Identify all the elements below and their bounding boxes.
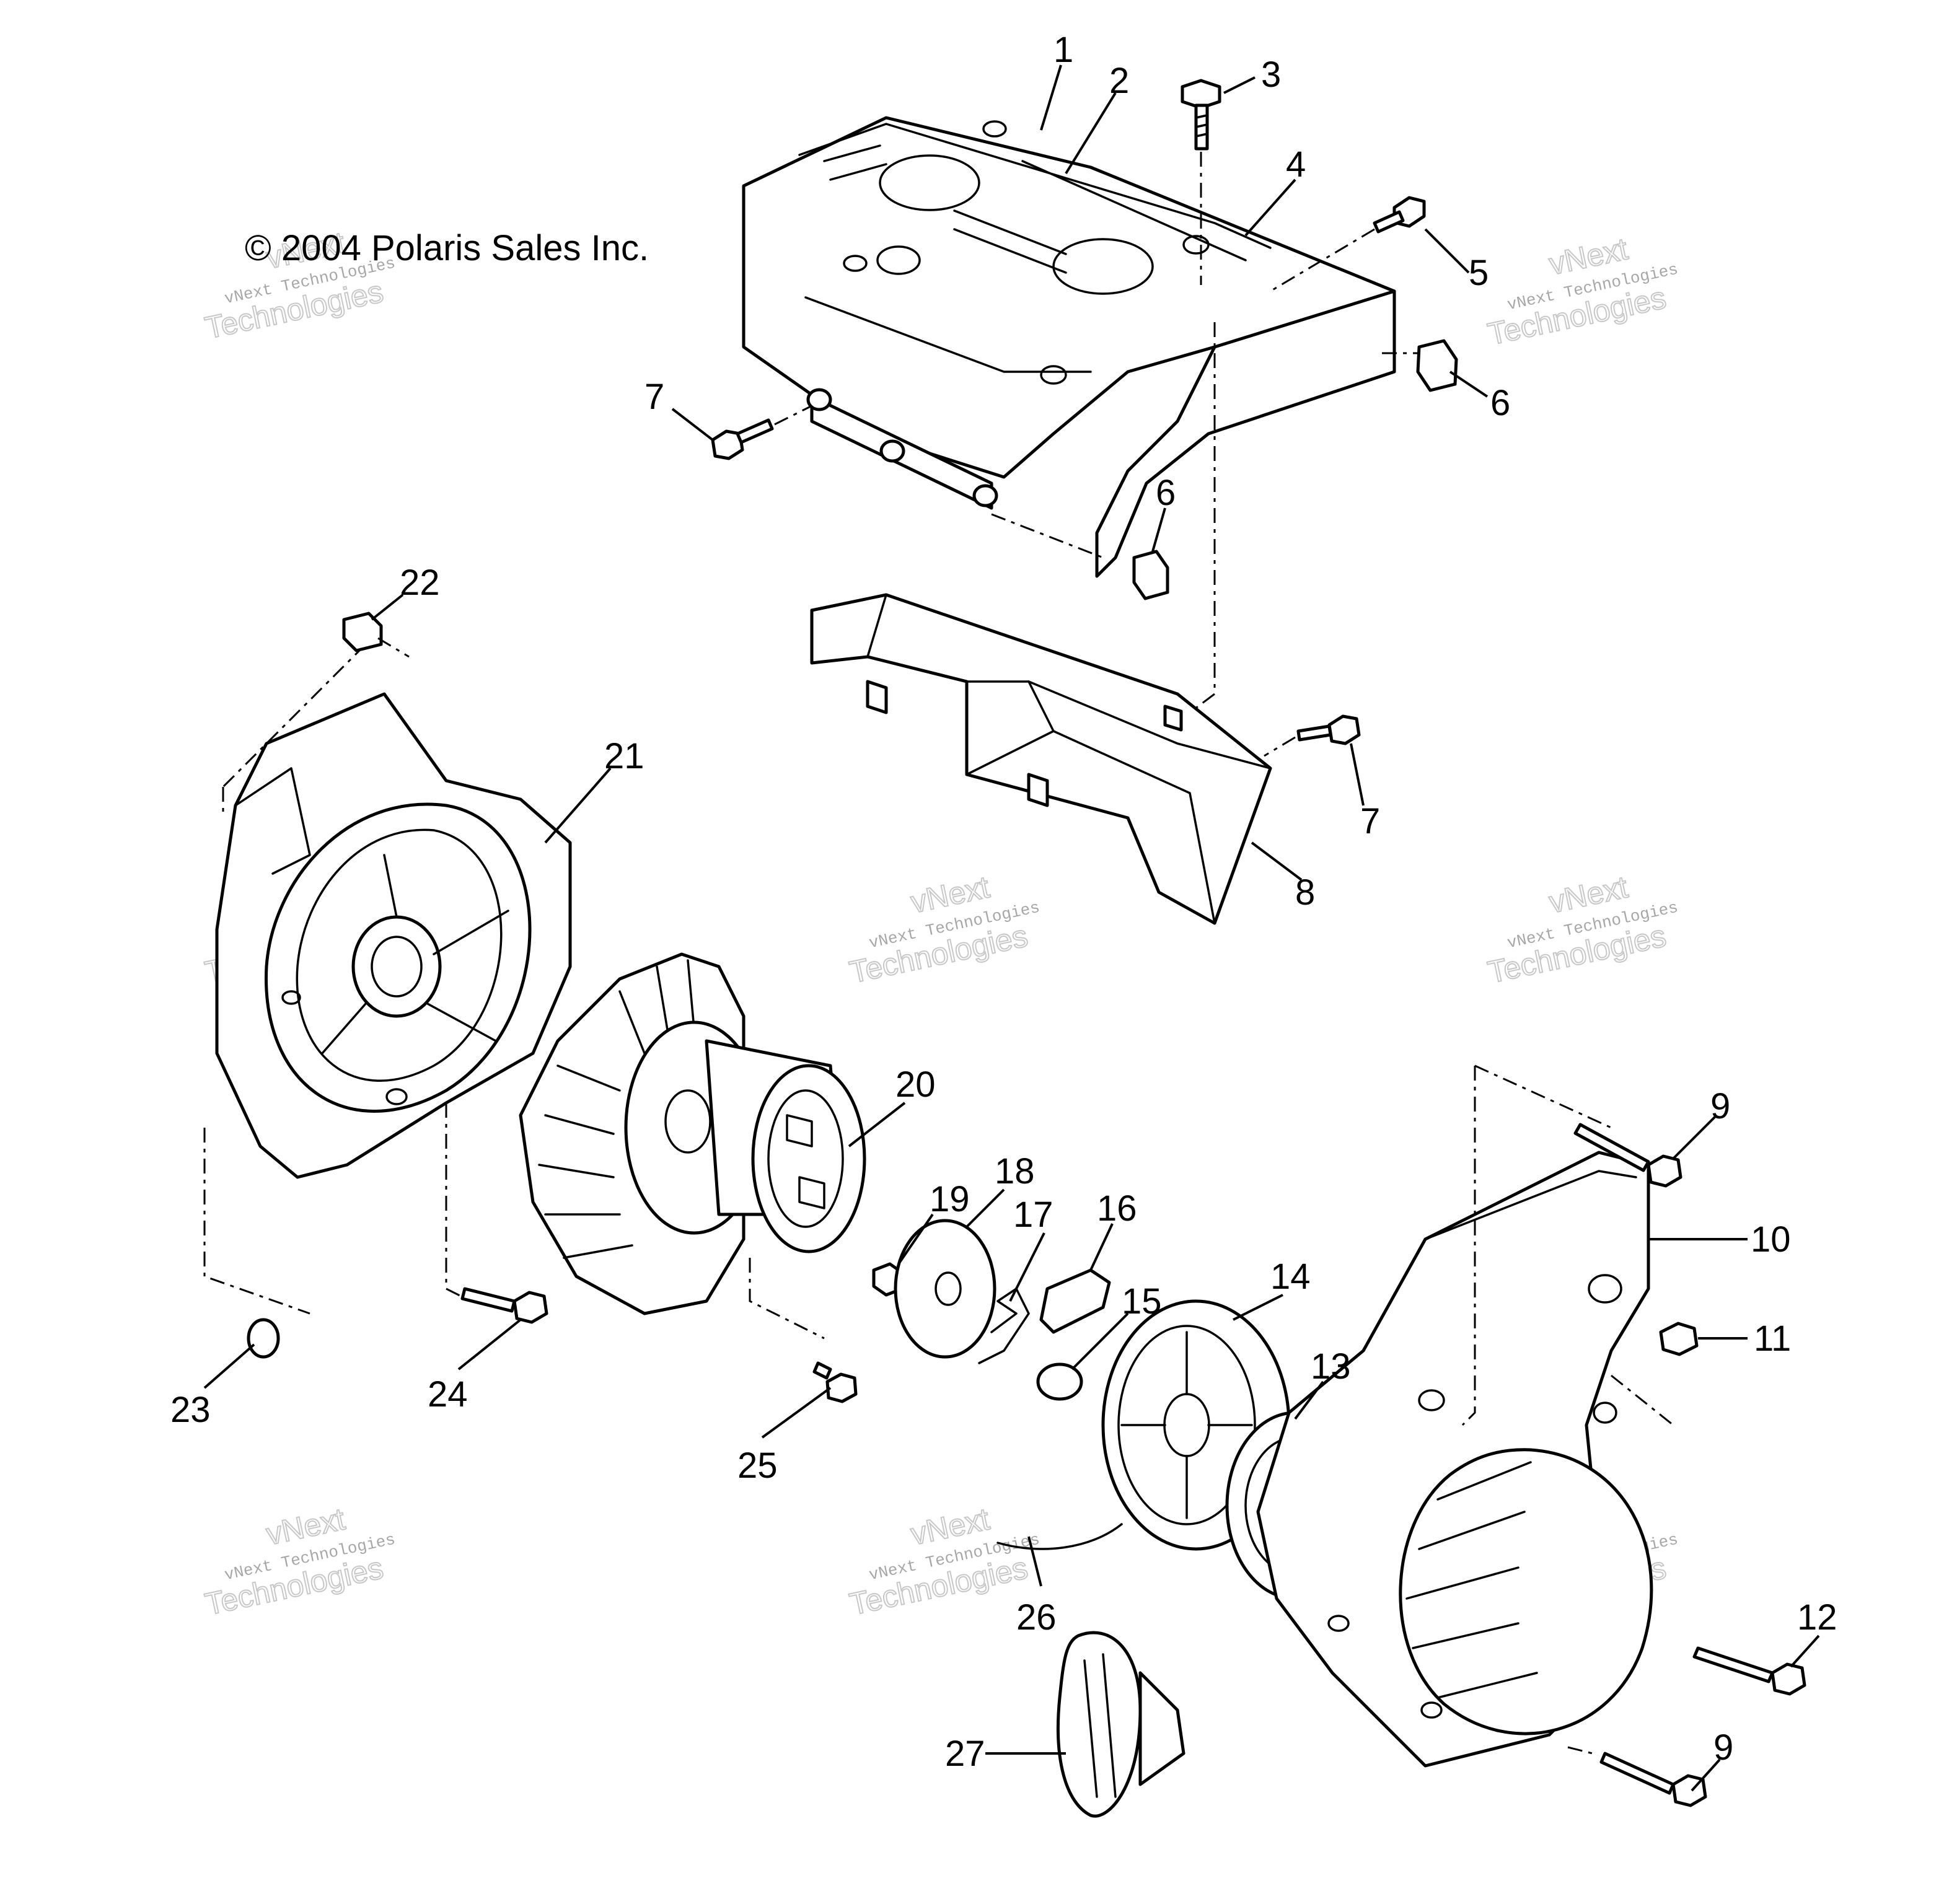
- callout-13: 13: [1311, 1346, 1351, 1387]
- watermark: vNext vNext Technologies Technologies: [201, 1501, 397, 1622]
- handle-27: [1057, 1631, 1185, 1818]
- duct-body: [810, 593, 1272, 925]
- guide-line: [749, 1258, 825, 1340]
- callout-4: 4: [1286, 144, 1306, 185]
- leader-lines: [203, 64, 1820, 1792]
- grommet-6-lower: [1132, 550, 1169, 600]
- guide-line: [377, 637, 410, 658]
- recoil-housing-10: [1256, 1151, 1653, 1768]
- callout-14: 14: [1270, 1257, 1311, 1297]
- washer-18: [894, 1219, 996, 1359]
- callouts: 1 2 3 4 5 6 6 7 7 8 9 9 10 11 12 13 14 1…: [170, 30, 1837, 1774]
- shroud-slot-mid: [953, 209, 1067, 274]
- callout-18: 18: [995, 1151, 1035, 1191]
- shroud-opening-left: [879, 154, 980, 211]
- duct-tab: [1027, 773, 1049, 807]
- bolt-25: [812, 1361, 858, 1403]
- callout-15: 15: [1122, 1281, 1162, 1322]
- air-duct-8: [810, 593, 1272, 925]
- callout-9-lower: 9: [1713, 1727, 1733, 1768]
- callout-9-upper: 9: [1710, 1086, 1730, 1126]
- duct-tab: [1163, 704, 1183, 732]
- callout-8: 8: [1295, 872, 1315, 913]
- callout-2: 2: [1109, 61, 1129, 101]
- shroud-hole: [982, 120, 1007, 138]
- callout-10: 10: [1751, 1219, 1791, 1260]
- callout-6-upper: 6: [1490, 383, 1510, 423]
- shroud-mount-hole: [972, 484, 998, 507]
- copyright-text: © 2004 Polaris Sales Inc.: [245, 228, 649, 268]
- callout-21: 21: [604, 736, 644, 776]
- bolt-3: [1181, 79, 1221, 151]
- guide-line: [991, 513, 1104, 559]
- callout-25: 25: [737, 1446, 778, 1486]
- guide-line: [203, 643, 367, 1315]
- callout-7-right: 7: [1360, 801, 1380, 841]
- bushing-22: [342, 612, 383, 652]
- bolt-9-lower: [1599, 1752, 1707, 1807]
- shroud-rear-flange: [1095, 289, 1396, 578]
- shroud-hole: [1040, 365, 1067, 385]
- shroud-opening-right: [1052, 238, 1154, 295]
- guide-line: [1567, 1374, 1674, 1755]
- shroud-lower-edge: [804, 296, 1092, 373]
- guide-line: [1461, 1064, 1612, 1426]
- grommet-6-upper: [1416, 339, 1458, 392]
- guide-line: [445, 1103, 472, 1302]
- callout-16: 16: [1097, 1188, 1137, 1229]
- callout-5: 5: [1469, 253, 1489, 293]
- callout-3: 3: [1261, 55, 1281, 95]
- watermark: vNext vNext Technologies Technologies: [1484, 230, 1679, 352]
- housing-hub: [351, 915, 442, 1018]
- callout-22: 22: [400, 563, 440, 603]
- starter-rope-26: [996, 1523, 1123, 1550]
- bolt-7-left: [711, 418, 774, 460]
- callout-7-left: 7: [644, 377, 664, 417]
- ring-15: [1036, 1362, 1083, 1401]
- bolt-7-right: [1296, 714, 1361, 745]
- plug-11: [1659, 1322, 1699, 1356]
- callout-26: 26: [1016, 1597, 1057, 1638]
- shroud-slot-left: [823, 144, 887, 181]
- guide-line: [1189, 322, 1216, 714]
- callout-20: 20: [895, 1064, 936, 1105]
- housing-fins: [1405, 1461, 1538, 1699]
- pawl-16: [1039, 1268, 1111, 1334]
- callout-19: 19: [930, 1179, 970, 1219]
- flywheel-blades: [538, 959, 695, 1259]
- shroud-hole: [1182, 235, 1210, 255]
- bolt-12: [1692, 1646, 1806, 1696]
- bolt-24: [460, 1287, 548, 1324]
- callout-12: 12: [1797, 1597, 1837, 1638]
- starter-cup: [751, 1064, 866, 1253]
- bolt-5: [1373, 196, 1426, 234]
- shroud-hole: [843, 255, 868, 272]
- housing-rib: [321, 854, 509, 1055]
- shroud-mount-hole: [806, 388, 832, 411]
- shroud-boss: [876, 245, 921, 275]
- guide-line: [1264, 736, 1296, 757]
- shroud-mount-hole: [879, 439, 905, 463]
- callout-1: 1: [1053, 30, 1073, 70]
- callout-6-lower: 6: [1156, 473, 1176, 513]
- watermark: vNext vNext Technologies Technologies: [846, 869, 1041, 990]
- bolt-9-upper: [1573, 1123, 1682, 1188]
- duct-tab: [866, 680, 888, 714]
- callout-27: 27: [945, 1734, 985, 1774]
- guide-line: [774, 405, 812, 426]
- guide-line: [1270, 228, 1375, 292]
- callout-17: 17: [1013, 1195, 1053, 1235]
- flywheel-20: [519, 952, 866, 1315]
- housing-bell: [1399, 1448, 1653, 1735]
- callout-24: 24: [428, 1374, 468, 1415]
- callout-23: 23: [170, 1390, 211, 1430]
- stator-housing-21: [215, 692, 572, 1179]
- callout-11: 11: [1754, 1318, 1791, 1359]
- o-ring-23: [247, 1318, 280, 1359]
- upper-fan-shroud: [742, 116, 1396, 578]
- watermark: vNext vNext Technologies Technologies: [1484, 869, 1679, 990]
